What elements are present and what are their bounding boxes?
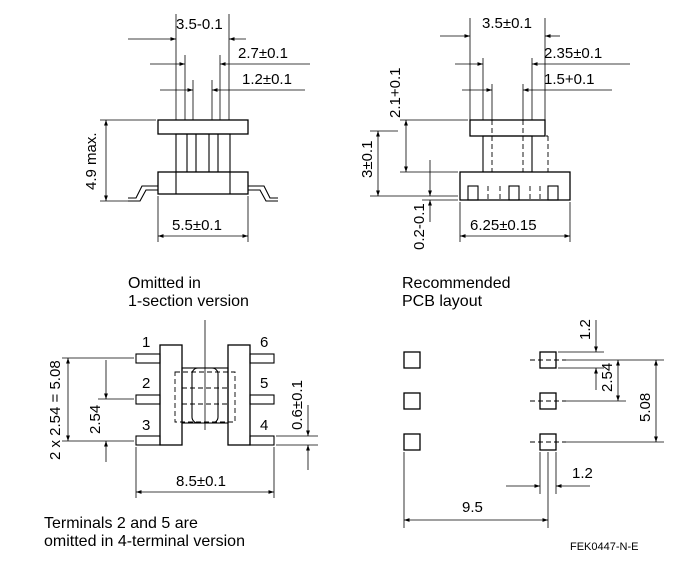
drawing-code: FEK0447-N-E [570, 541, 638, 553]
front-dim-top-width: 3.5-0.1 [176, 16, 223, 33]
side-dim-top-core: 1.5+0.1 [544, 71, 594, 88]
side-dim-top-pitch: 2.35±0.1 [544, 45, 602, 62]
terminal-note-line1: Terminals 2 and 5 are [44, 515, 198, 532]
pcb-layout: Recommended PCB layout 1.2 2.54 5.08 [402, 275, 664, 553]
front-dim-top-core: 1.2±0.1 [242, 71, 292, 88]
top-dim-pitch: 2.54 [87, 405, 104, 434]
omitted-caption-line1: Omitted in [128, 275, 201, 292]
pcb-caption-line1: Recommended [402, 275, 511, 292]
omitted-caption-line2: 1-section version [128, 293, 249, 310]
side-dim-body-height: 3±0.1 [359, 141, 376, 178]
side-dim-standoff: 0.2-0.1 [411, 203, 428, 250]
side-dim-core-height: 2.1+0.1 [387, 68, 404, 118]
pin-label-3: 3 [142, 417, 150, 434]
pin-label-1: 1 [142, 334, 150, 351]
pin-label-5: 5 [260, 375, 268, 392]
pcb-dim-pitch: 2.54 [599, 363, 616, 392]
top-dim-width: 8.5±0.1 [176, 473, 226, 490]
top-dim-total-pitch: 2 x 2.54 = 5.08 [47, 360, 64, 460]
front-view: 3.5-0.1 2.7±0.1 1.2±0.1 4.9 max. [83, 14, 310, 242]
pcb-dim-pad: 1.2 [577, 319, 594, 340]
front-dim-height: 4.9 max. [83, 132, 100, 190]
pcb-caption-line2: PCB layout [402, 293, 483, 310]
pin-label-2: 2 [142, 375, 150, 392]
pin-label-4: 4 [260, 417, 268, 434]
front-dim-top-pitch: 2.7±0.1 [238, 45, 288, 62]
side-view: 3.5±0.1 2.35±0.1 1.5+0.1 2.1+0.1 [359, 15, 630, 250]
side-dim-bottom-width: 6.25±0.15 [470, 217, 537, 234]
pin-label-6: 6 [260, 334, 268, 351]
pcb-dim-pad-width: 1.2 [572, 465, 593, 482]
side-dim-top-width: 3.5±0.1 [482, 15, 532, 32]
pcb-dim-total: 5.08 [637, 393, 654, 422]
terminal-note-line2: omitted in 4-terminal version [44, 533, 245, 550]
pcb-dim-span: 9.5 [462, 499, 483, 516]
top-dim-pin-width: 0.6±0.1 [289, 380, 306, 430]
top-view: Omitted in 1-section version 1 2 3 6 5 4… [44, 275, 318, 550]
front-dim-bottom-width: 5.5±0.1 [172, 217, 222, 234]
